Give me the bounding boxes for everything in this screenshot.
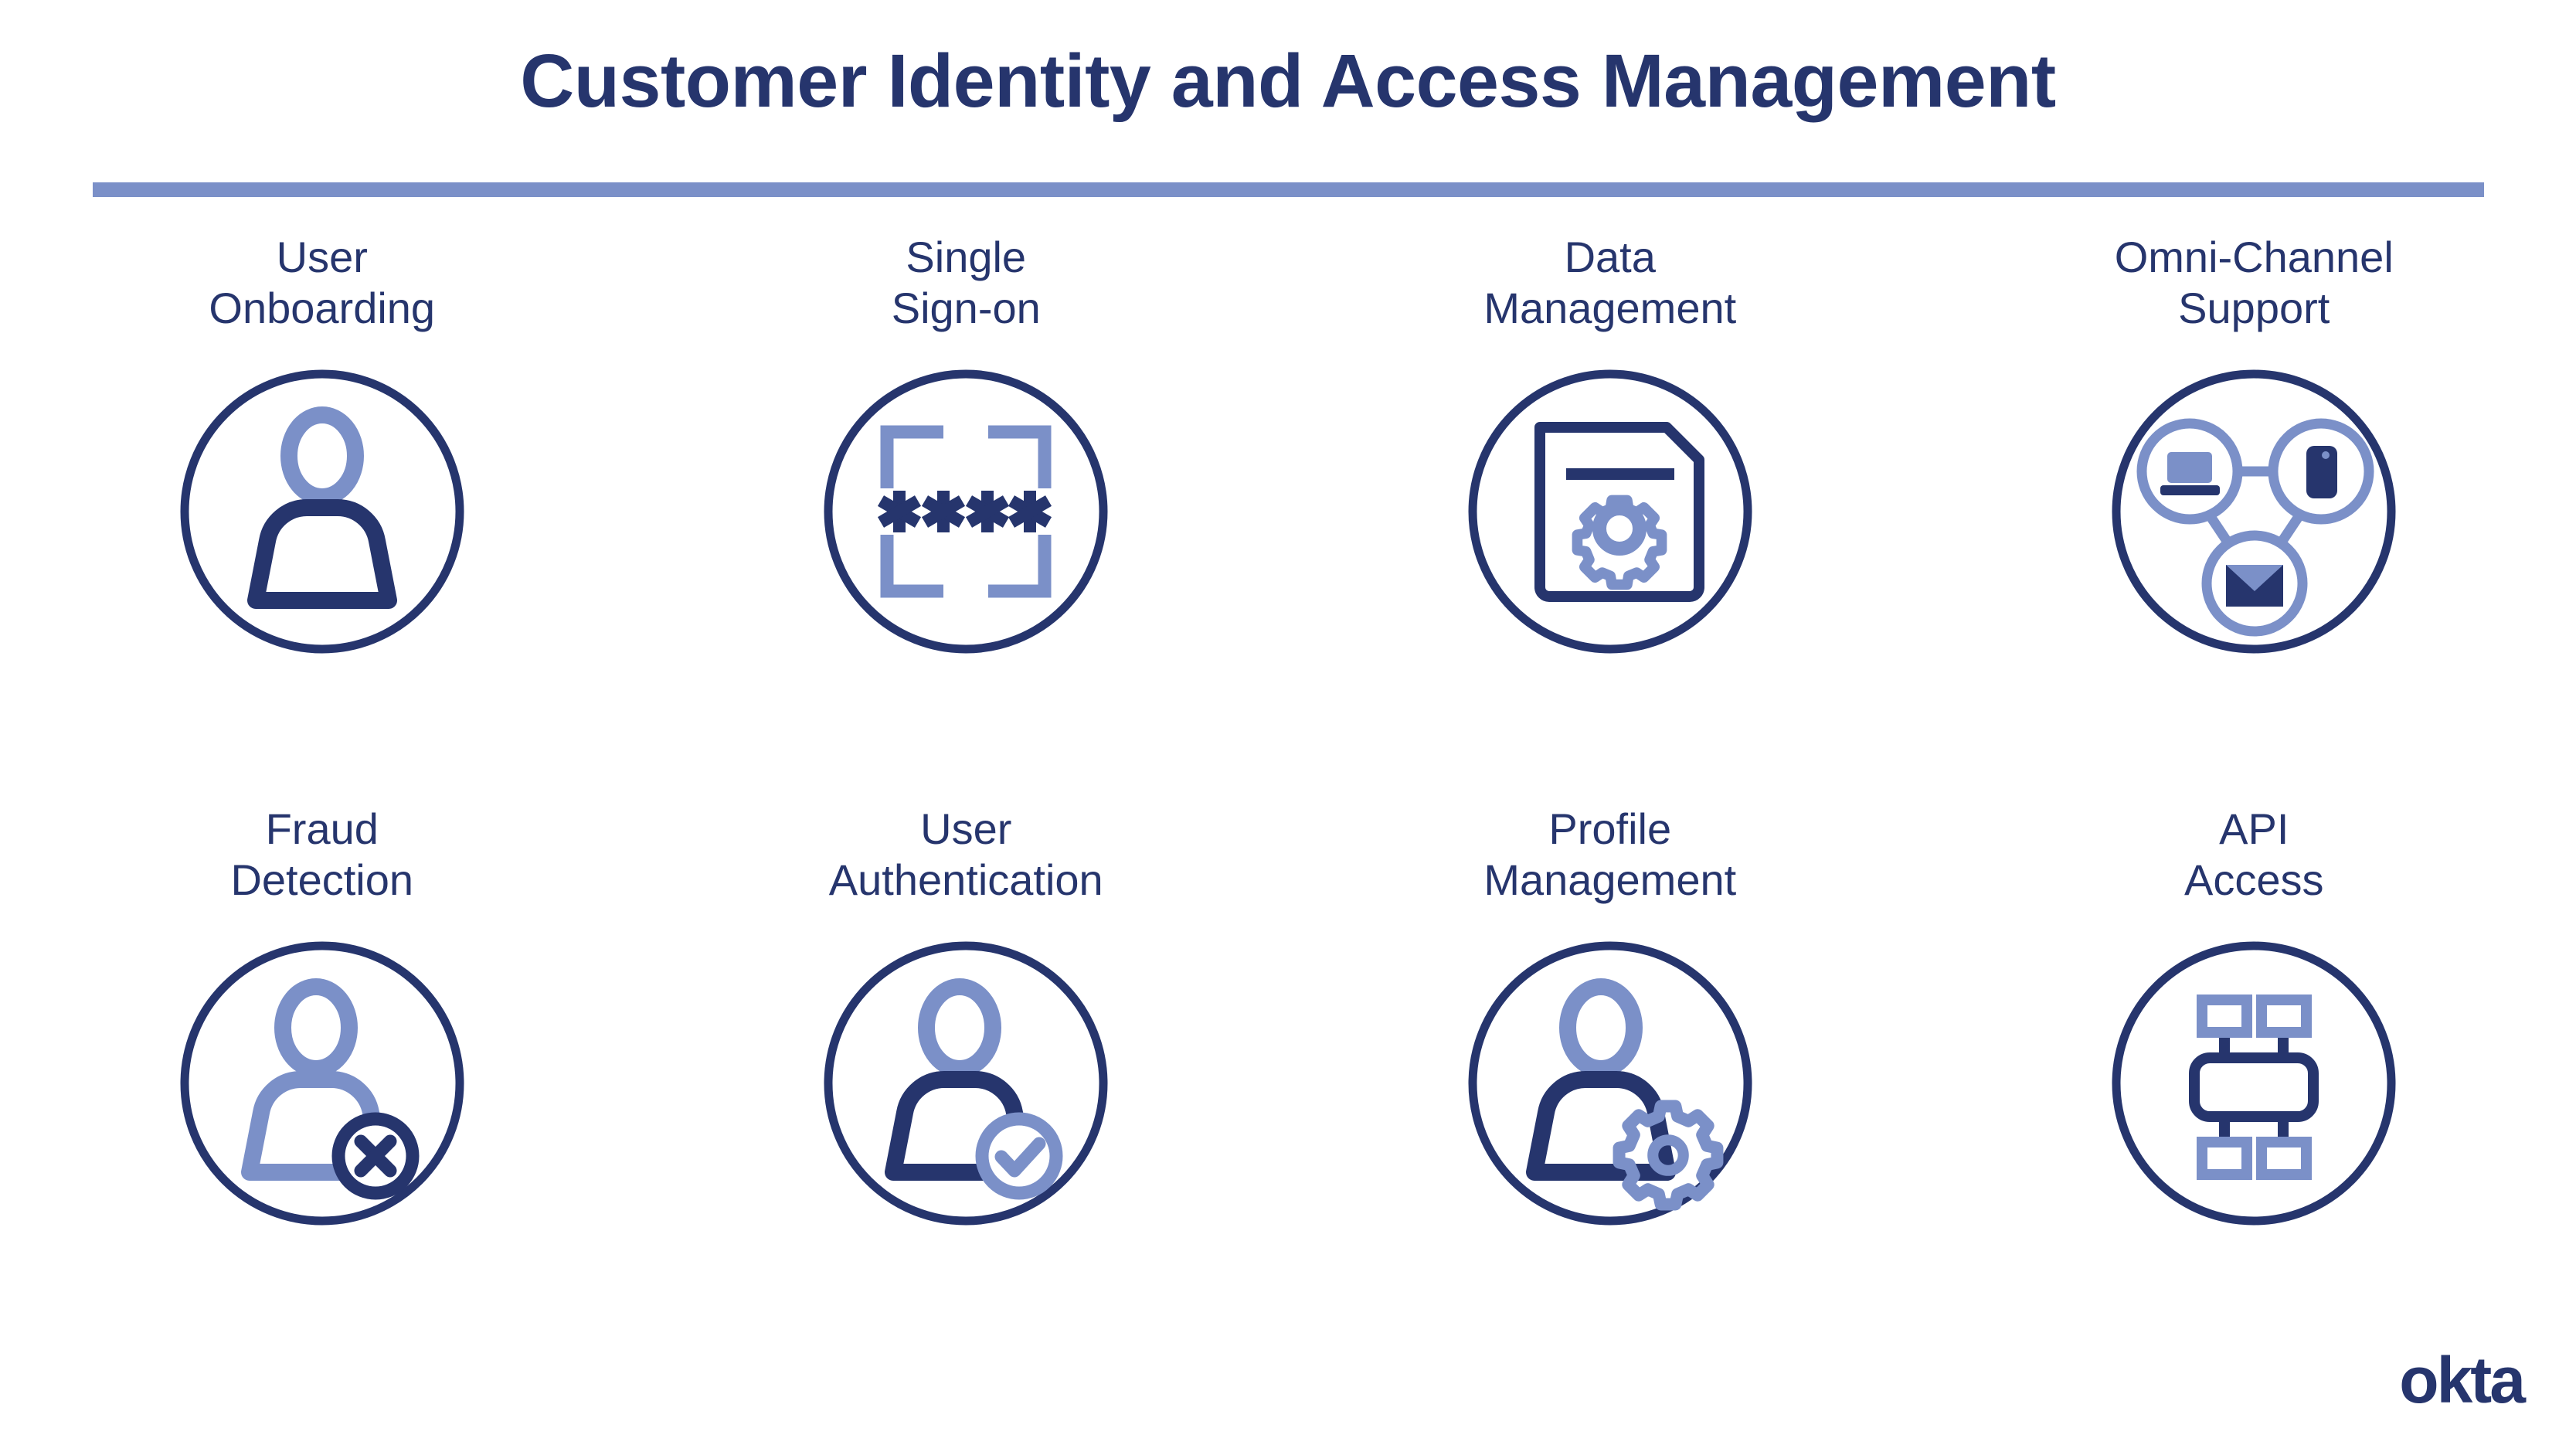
page-title: Customer Identity and Access Management [520,39,2056,123]
feature-grid: User Onboarding Single Sign-on [0,232,2576,1226]
feature-cell-omni-channel-support[interactable]: Omni-Channel Support [1932,232,2576,654]
feature-label: Data Management [1483,233,1737,333]
user-blocked-icon [152,937,492,1230]
header-divider [93,182,2484,197]
feature-label: Single Sign-on [891,233,1041,333]
feature-cell-profile-management[interactable]: Profile Management [1288,804,1932,1226]
feature-row: Fraud Detection User Authe [0,804,2576,1226]
feature-cell-data-management[interactable]: Data Management [1288,232,1932,654]
password-scan-icon [796,365,1136,658]
feature-cell-user-authentication[interactable]: User Authentication [644,804,1289,1226]
multi-device-network-icon [2084,365,2424,658]
header: Customer Identity and Access Management [0,0,2576,201]
feature-label: Profile Management [1483,804,1737,905]
okta-logo: okta [2399,1344,2526,1416]
feature-cell-single-sign-on[interactable]: Single Sign-on [644,232,1289,654]
feature-row: User Onboarding Single Sign-on [0,232,2576,654]
feature-cell-fraud-detection[interactable]: Fraud Detection [0,804,644,1226]
feature-label: API Access [2184,804,2324,905]
document-gear-icon [1440,365,1780,658]
feature-label: User Authentication [828,804,1103,905]
api-nodes-icon [2084,937,2424,1230]
user-gear-icon [1440,937,1780,1230]
user-verified-icon [796,937,1136,1230]
user-icon [152,365,492,658]
feature-cell-user-onboarding[interactable]: User Onboarding [0,232,644,654]
feature-cell-api-access[interactable]: API Access [1932,804,2576,1226]
feature-label: User Onboarding [209,233,436,333]
feature-label: Omni-Channel Support [2114,233,2394,333]
feature-label: Fraud Detection [230,804,414,905]
